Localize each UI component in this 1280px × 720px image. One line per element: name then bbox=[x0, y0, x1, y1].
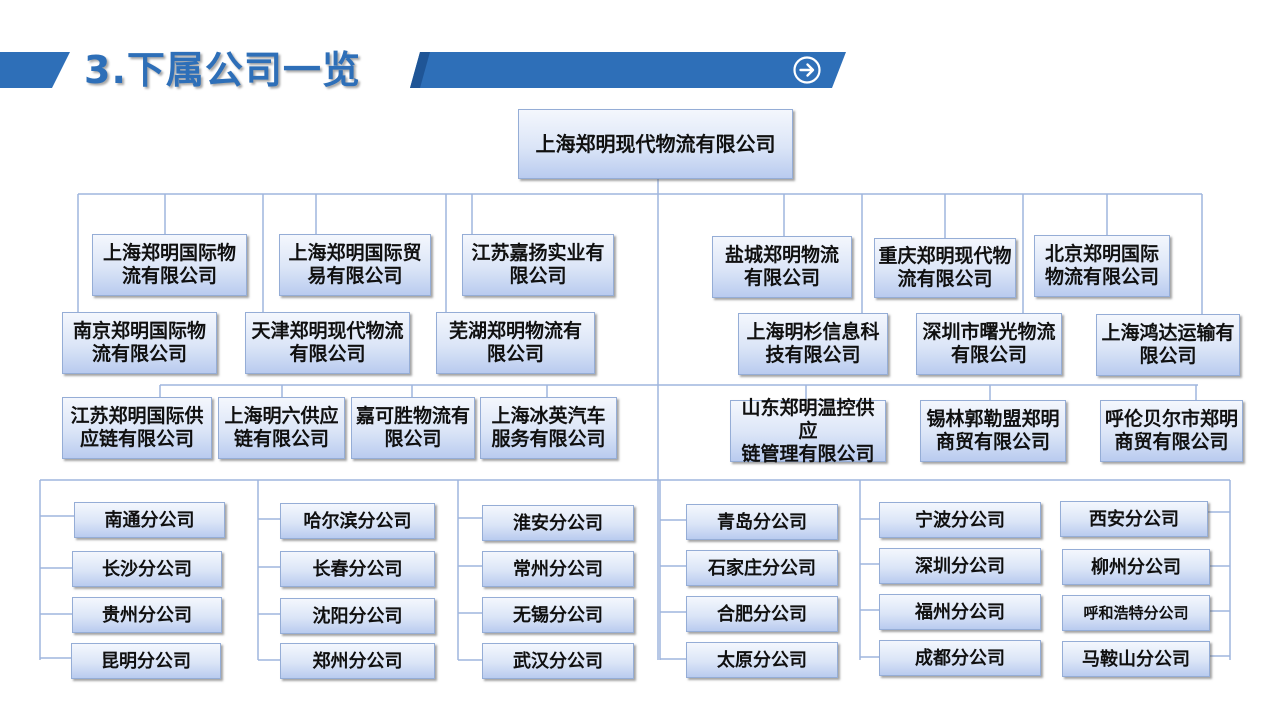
org-company-box: 北京郑明国际 物流有限公司 bbox=[1034, 235, 1170, 297]
org-company-box: 上海明杉信息科 技有限公司 bbox=[738, 313, 888, 375]
org-company-box: 嘉可胜物流有 限公司 bbox=[351, 397, 475, 459]
org-branch-box: 长春分公司 bbox=[280, 551, 435, 587]
org-company-box: 上海郑明国际物 流有限公司 bbox=[92, 234, 247, 296]
org-company-box: 深圳市曙光物流 有限公司 bbox=[916, 313, 1062, 375]
org-company-box: 锡林郭勒盟郑明 商贸有限公司 bbox=[920, 400, 1066, 462]
org-branch-box: 福州分公司 bbox=[879, 594, 1041, 630]
org-company-box: 呼伦贝尔市郑明 商贸有限公司 bbox=[1100, 400, 1243, 462]
org-branch-box: 马鞍山分公司 bbox=[1062, 641, 1210, 677]
org-company-box: 盐城郑明物流 有限公司 bbox=[712, 236, 852, 298]
org-branch-box: 贵州分公司 bbox=[72, 597, 222, 633]
org-company-box: 上海明六供应 链有限公司 bbox=[218, 397, 345, 459]
org-branch-box: 淮安分公司 bbox=[482, 505, 634, 541]
org-branch-box: 柳州分公司 bbox=[1062, 549, 1210, 585]
org-branch-box: 哈尔滨分公司 bbox=[280, 503, 435, 539]
org-company-box: 天津郑明现代物流 有限公司 bbox=[245, 312, 410, 374]
org-branch-box: 成都分公司 bbox=[879, 640, 1041, 676]
org-company-box: 重庆郑明现代物 流有限公司 bbox=[874, 238, 1016, 298]
org-branch-box: 合肥分公司 bbox=[686, 596, 838, 632]
org-branch-box: 呼和浩特分公司 bbox=[1062, 595, 1210, 631]
org-branch-box: 南通分公司 bbox=[74, 502, 225, 538]
org-branch-box: 常州分公司 bbox=[482, 551, 634, 587]
org-branch-box: 沈阳分公司 bbox=[280, 598, 435, 634]
org-company-box: 江苏郑明国际供 应链有限公司 bbox=[62, 397, 212, 459]
org-branch-box: 武汉分公司 bbox=[482, 643, 634, 679]
org-branch-box: 石家庄分公司 bbox=[686, 550, 838, 586]
header-band-left bbox=[0, 52, 70, 88]
org-branch-box: 郑州分公司 bbox=[280, 643, 435, 679]
org-company-box: 南京郑明国际物 流有限公司 bbox=[62, 312, 217, 374]
org-branch-box: 青岛分公司 bbox=[686, 504, 838, 540]
org-branch-box: 长沙分公司 bbox=[72, 551, 222, 587]
org-company-box: 上海冰英汽车 服务有限公司 bbox=[480, 397, 617, 459]
header-band-right bbox=[410, 52, 846, 88]
arrow-right-circle-icon[interactable] bbox=[792, 55, 822, 85]
org-root-company: 上海郑明现代物流有限公司 bbox=[518, 109, 793, 179]
page-title: 3.下属公司一览 bbox=[84, 48, 361, 92]
org-branch-box: 深圳分公司 bbox=[879, 548, 1041, 584]
org-company-box: 上海郑明国际贸 易有限公司 bbox=[279, 234, 431, 296]
org-company-box: 上海鸿达运输有 限公司 bbox=[1096, 314, 1240, 376]
org-company-box: 山东郑明温控供应 链管理有限公司 bbox=[730, 397, 886, 465]
org-branch-box: 太原分公司 bbox=[686, 642, 838, 678]
org-branch-box: 昆明分公司 bbox=[71, 643, 221, 679]
org-company-box: 芜湖郑明物流有 限公司 bbox=[436, 312, 595, 374]
org-branch-box: 宁波分公司 bbox=[879, 502, 1041, 538]
org-company-box: 江苏嘉扬实业有 限公司 bbox=[462, 234, 614, 296]
org-branch-box: 西安分公司 bbox=[1060, 501, 1208, 537]
org-branch-box: 无锡分公司 bbox=[482, 597, 634, 633]
